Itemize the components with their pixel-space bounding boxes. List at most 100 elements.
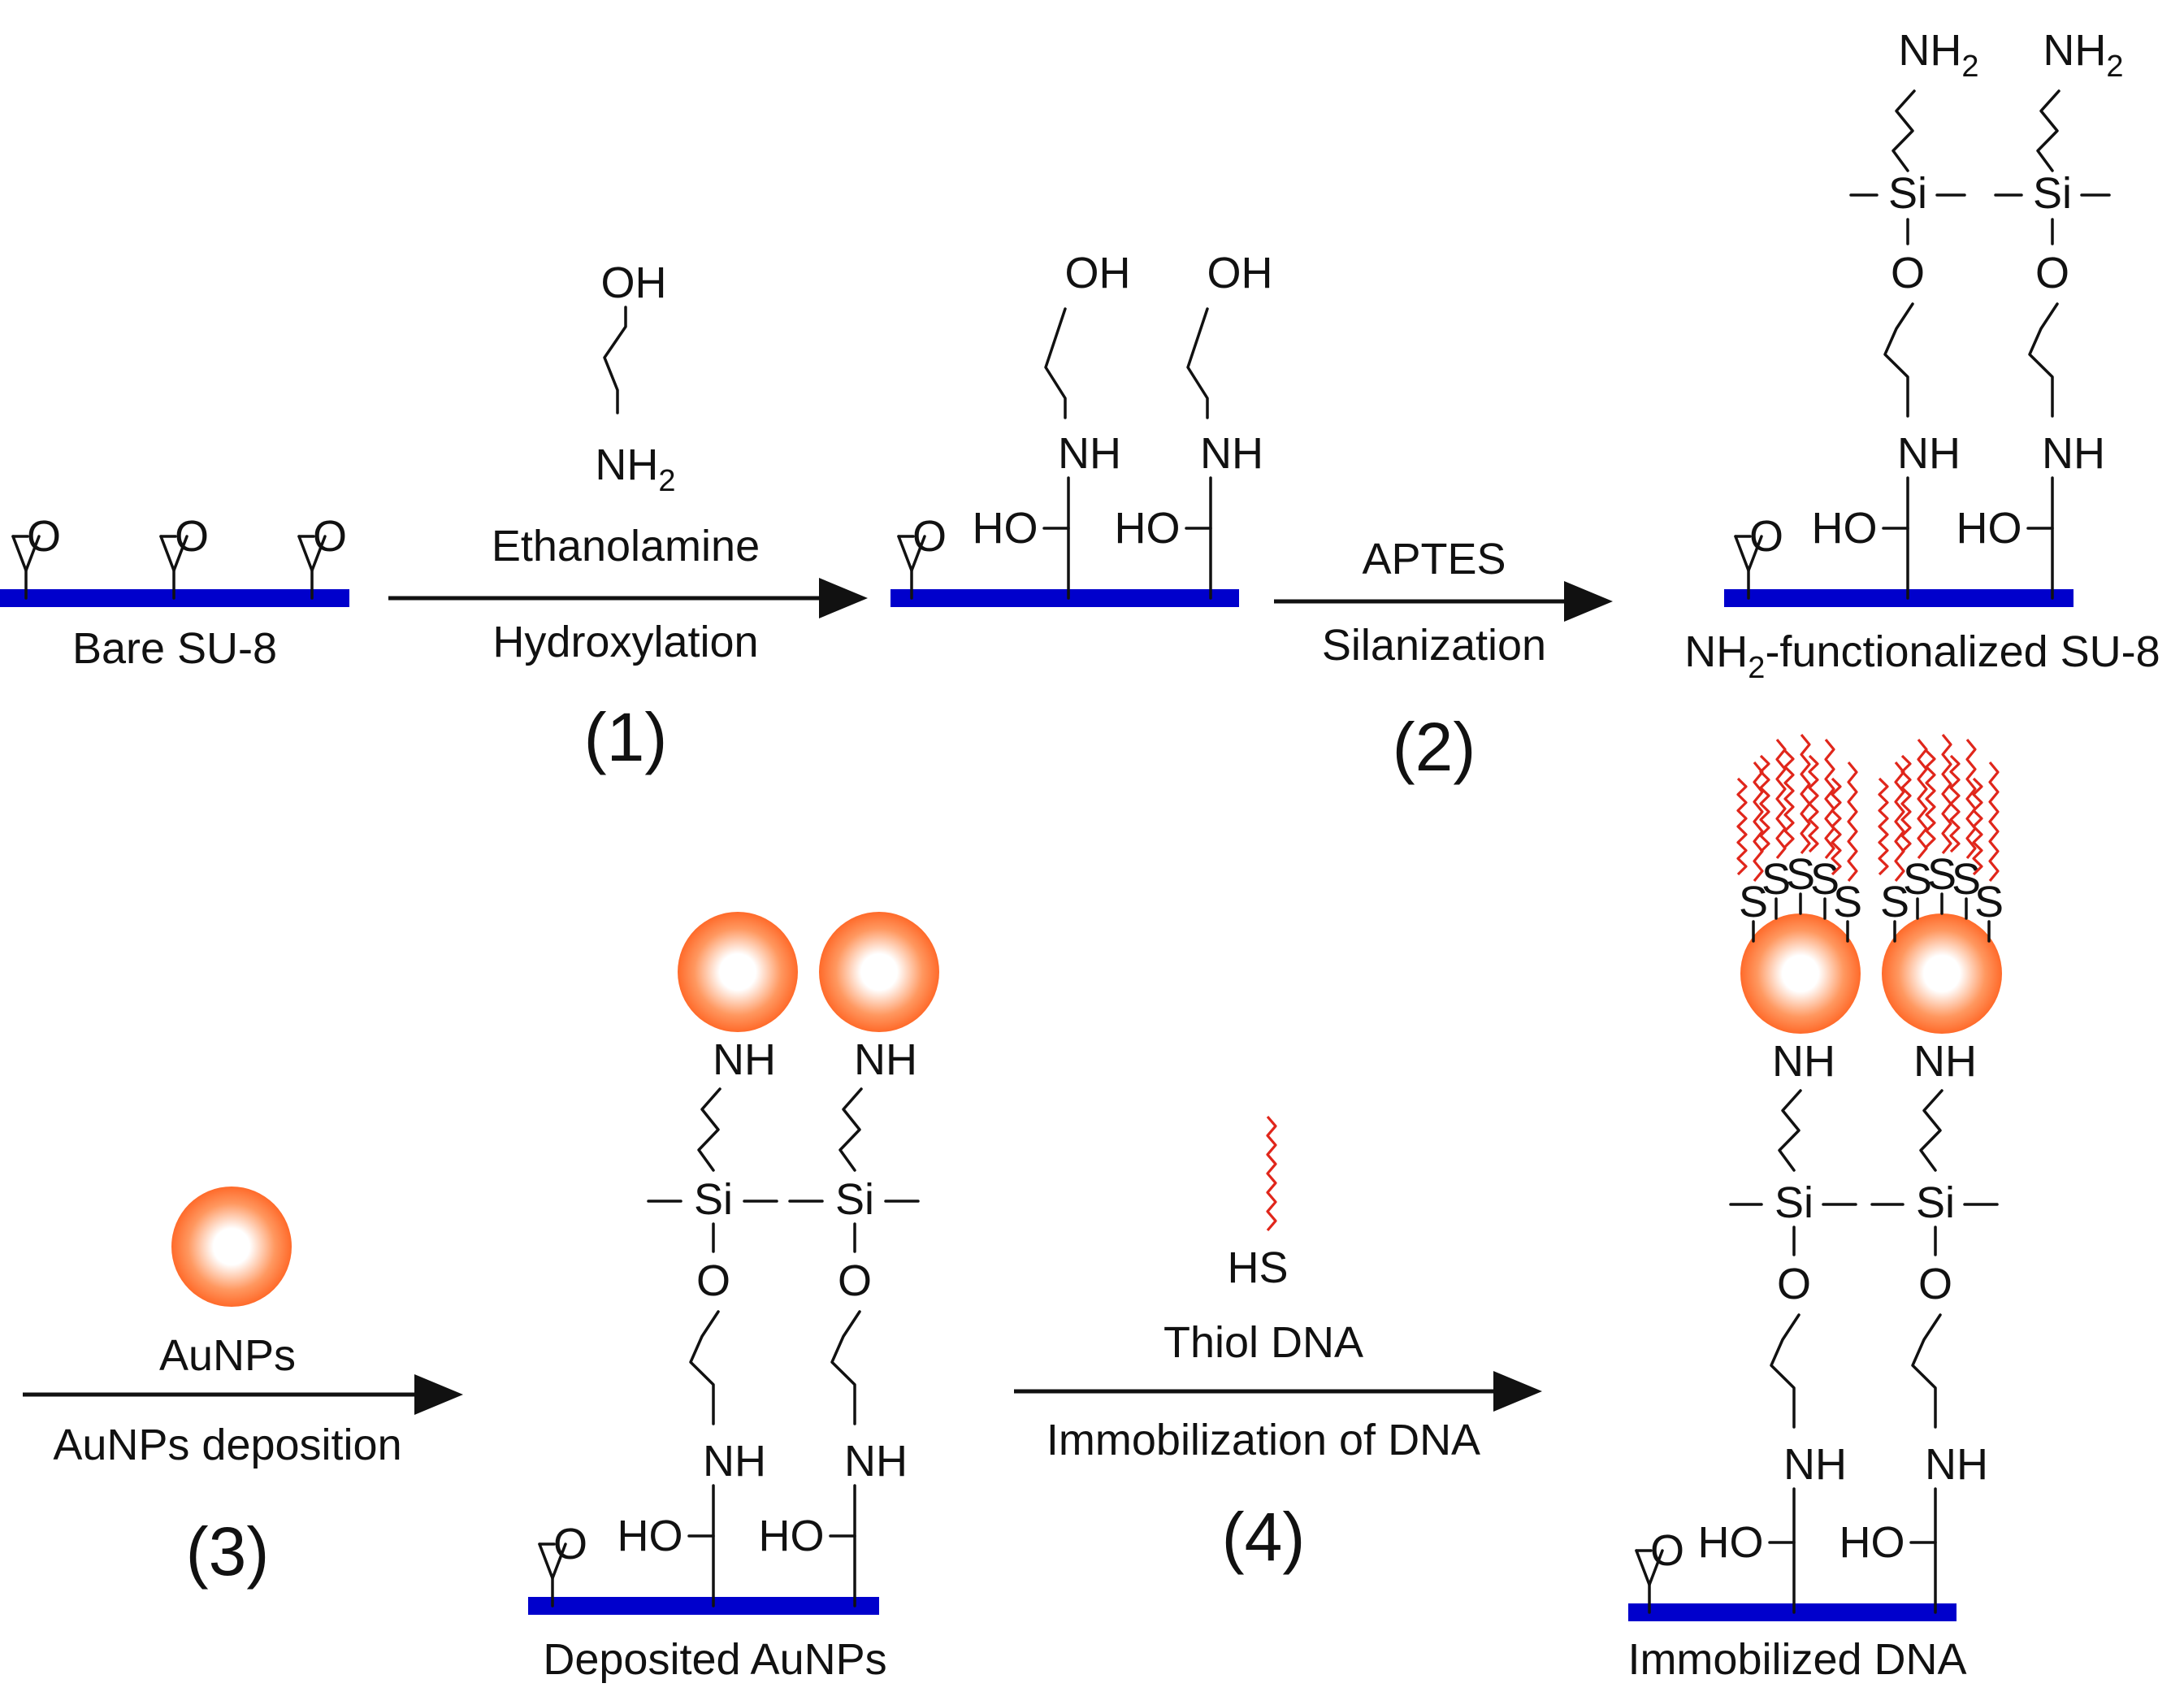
amine-label: NH [1772,1037,1835,1086]
silicon-label: Si [835,1175,874,1224]
hydroxyl-label: HO [1698,1518,1764,1567]
epoxide-group: O [538,1520,587,1607]
gold-nanoparticle [1882,913,2002,1034]
sulfur-label: S [1903,855,1932,904]
dna-strand [1900,754,1912,853]
hydroxyl-label: HO [618,1512,683,1560]
hydroxyl-label: HO [759,1512,825,1560]
epoxide-group: O [159,512,209,600]
dna-strand [1941,733,1952,855]
sulfur-label: S [1762,855,1791,904]
amine-label: NH [2042,429,2105,478]
dna-strand [1965,738,1977,860]
ethyl-linker [1770,1313,1800,1429]
epoxide-oxygen: O [912,512,947,561]
dna-strand [1878,777,1889,876]
epoxide-bond [159,535,188,572]
ethyl-linker [689,1310,720,1425]
silicon-label: Si [2033,169,2072,218]
ethanolamine-amine: NH2 [595,440,675,498]
epoxide-bond [1734,535,1763,572]
epoxide-group: O [897,512,947,600]
hydroxyethyl-chain [1186,307,1209,419]
dna-strand [1753,761,1764,883]
amine-label: NH [1783,1440,1847,1489]
silicon-label: Si [1774,1178,1814,1227]
immobilized-caption: Immobilized DNA [1627,1635,1966,1684]
ethanolamine-chain [603,306,627,414]
siloxane-oxygen: O [838,1256,872,1305]
dna-strand [1800,733,1811,855]
sulfur-label: S [1810,855,1840,904]
aminopropyl-chain [697,1087,722,1172]
ethyl-linker [1883,302,1914,418]
step-2-reagent: APTES [1362,535,1506,584]
step-1-number: (1) [584,699,668,775]
epoxide-bond [11,535,41,572]
silicon-label: Si [694,1175,733,1224]
epoxide-oxygen: O [313,512,347,561]
sulfur-label: S [1952,855,1981,904]
dna-strand [1775,738,1787,860]
ethyl-linker [1911,1313,1942,1429]
epoxide-group: O [1734,512,1783,600]
dna-strand [1894,761,1905,883]
siloxane-oxygen: O [2035,249,2069,297]
step-2-number: (2) [1393,709,1476,785]
step-1-reagent: Ethanolamine [492,522,760,571]
hydroxyl-label: HO [1812,504,1878,553]
epoxide-oxygen: O [1650,1526,1684,1575]
sulfur-label: S [1927,850,1956,899]
nh2-caption-post: -functionalized SU-8 [1765,627,2160,676]
sulfur-label: S [1739,878,1768,926]
amine-label: NH [1897,429,1961,478]
gold-nanoparticle [1740,913,1861,1034]
dna-strand [1988,761,2000,883]
dna-strand [1783,749,1795,848]
dna-strand [1831,777,1842,876]
step-2-process: Silanization [1322,621,1546,670]
hydroxyethyl-chain [1044,307,1067,419]
aminopropyl-chain [1919,1089,1944,1172]
epoxide-bond [538,1542,567,1580]
terminal-hydroxyl: OH [1207,249,1273,297]
dna-strand [1759,754,1770,853]
epoxide-bond [297,535,327,572]
amine-label: NH [713,1035,776,1084]
sulfur-label: S [1974,878,2004,926]
step-3-number: (3) [186,1513,270,1590]
aminopropyl-chain [838,1087,863,1172]
nh2-su8-caption: NH2-functionalized SU-8 [1684,627,2160,685]
epoxide-bond [897,535,926,572]
gold-nanoparticle [678,912,798,1032]
siloxane-oxygen: O [696,1256,730,1305]
dna-strand [1972,777,1983,876]
epoxide-oxygen: O [27,512,61,561]
amine-label: NH [854,1035,917,1084]
epoxide-group: O [11,512,61,600]
ethyl-linker [830,1310,861,1425]
epoxide-oxygen: O [175,512,209,561]
amine-label: NH [1200,429,1263,478]
amine-label: NH [1913,1037,1977,1086]
dna-strand [1824,738,1835,860]
aminopropyl-chain [1778,1089,1802,1172]
nh2-caption-pre: NH [1684,627,1748,676]
step-4-reagent: Thiol DNA [1164,1318,1363,1367]
terminal-hydroxyl: OH [1065,249,1131,297]
step-4-number: (4) [1222,1499,1306,1575]
terminal-amine: NH2 [2043,26,2123,84]
ethyl-linker [2028,302,2059,418]
nh2-caption-sub: 2 [1748,651,1765,685]
epoxide-group: O [297,512,347,600]
dna-strand [1949,754,1961,853]
thiol-label: HS [1227,1243,1288,1292]
siloxane-oxygen: O [1777,1260,1811,1308]
epoxide-oxygen: O [1749,512,1783,561]
dna-strand [1808,754,1819,853]
amine-label: NH [844,1437,908,1486]
ethanolamine-hydroxyl: OH [601,258,667,307]
terminal-amine: NH2 [1898,26,1978,84]
epoxide-bond [1635,1549,1664,1586]
gold-nanoparticle [819,912,939,1032]
